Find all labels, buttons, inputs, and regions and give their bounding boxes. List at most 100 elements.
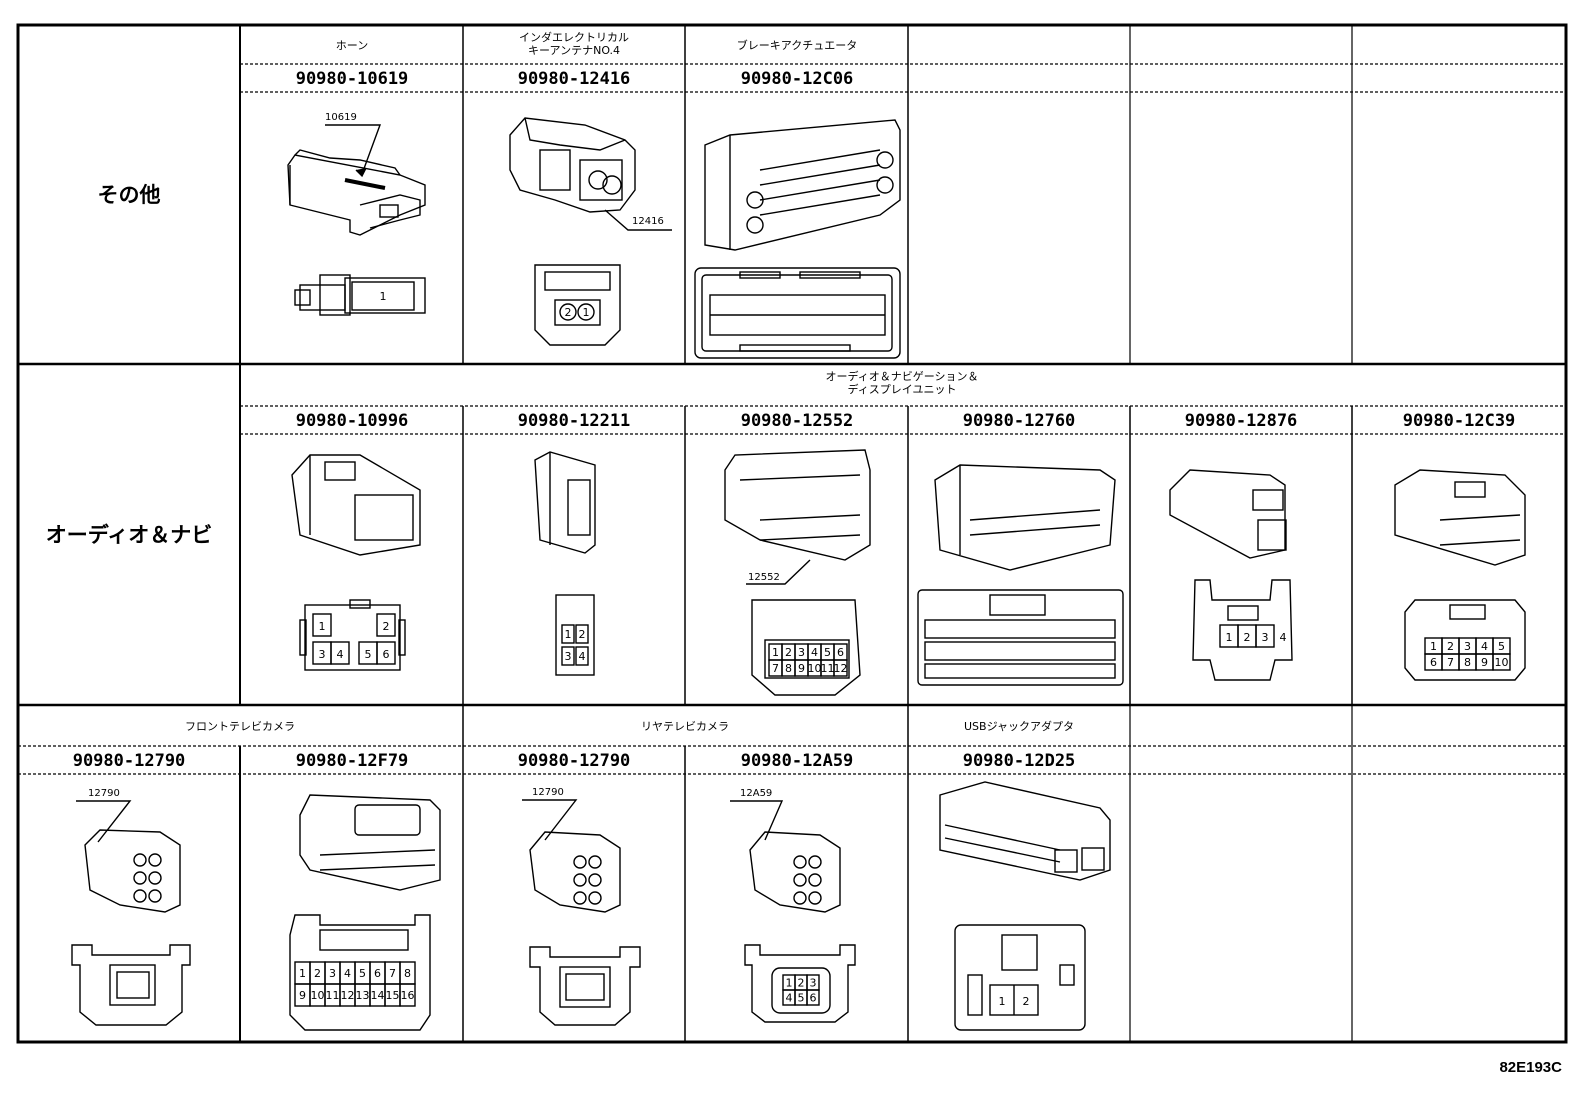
group-label-rear-camera: リヤテレビカメラ: [641, 720, 729, 733]
pin-label: 1: [319, 620, 326, 633]
part-number: 90980-12D25: [963, 751, 1076, 771]
pin-label: 2: [383, 620, 390, 633]
connector-12790-rear-face: [529, 946, 641, 1026]
connector-12416-face: 1 2: [534, 264, 621, 346]
connector-12876-face: 1 2 3 4: [1192, 579, 1293, 681]
pin-label: 6: [837, 646, 844, 659]
pin-label: 2: [785, 646, 792, 659]
label-brake-actuator: ブレーキアクチュエータ: [737, 38, 857, 52]
pin-cell: [1492, 653, 1511, 671]
pin-label: 1: [786, 977, 793, 990]
connector-12C06-drawing: [704, 119, 901, 251]
connector-12A59-face: [744, 944, 856, 1023]
pin-cell: [399, 983, 416, 1007]
connector-10996-face: 1 2 3 4 5 6: [299, 599, 406, 671]
pin-label: 8: [1464, 656, 1471, 669]
connector-12416-drawing: 12416: [509, 117, 672, 231]
pin-label: 3: [319, 648, 326, 661]
connector-12552-face: [751, 599, 861, 696]
connector-12552-drawing: 12552: [724, 449, 871, 585]
connector-12D25-face: 1 2: [954, 924, 1086, 1031]
part-number: 90980-10996: [296, 411, 409, 431]
label-horn: ホーン: [336, 39, 368, 52]
part-number: 90980-12C06: [741, 69, 854, 89]
callout-10619: 10619: [325, 112, 357, 123]
pin-label: 1: [299, 967, 306, 980]
part-number: 90980-12A59: [741, 751, 854, 771]
pin-label: 4: [1481, 640, 1488, 653]
pin-label: 14: [371, 989, 385, 1002]
part-number: 90980-12C39: [1403, 411, 1516, 431]
pin-label: 1: [1226, 631, 1233, 644]
part-number: 90980-12552: [741, 411, 854, 431]
pin-label: 4: [811, 646, 818, 659]
part-number: 90980-12416: [518, 69, 631, 89]
connector-12211-drawing: [534, 451, 596, 554]
pin-label: 6: [374, 967, 381, 980]
connector-10619-drawing: 10619: [287, 112, 426, 236]
group-label-usb-adapter: USBジャックアダプタ: [964, 719, 1074, 733]
pin-label: 4: [344, 967, 351, 980]
pin-label: 5: [824, 646, 831, 659]
part-number: 90980-12760: [963, 411, 1076, 431]
pin-label: 8: [404, 967, 411, 980]
part-number: 90980-10619: [296, 69, 409, 89]
callout-12552: 12552: [748, 572, 780, 583]
pin-label: 10: [1495, 656, 1509, 669]
pin-label: 4: [579, 650, 586, 663]
pin-label: 5: [365, 648, 372, 661]
pin-label: 2: [1244, 631, 1251, 644]
category-other: その他: [98, 183, 161, 207]
pin-label: 5: [359, 967, 366, 980]
pin-label: 4: [1280, 631, 1287, 644]
part-number: 90980-12876: [1185, 411, 1298, 431]
pin-label: 3: [329, 967, 336, 980]
pin-label: 1: [583, 306, 590, 319]
pin-label: 6: [810, 992, 817, 1005]
pin-label: 2: [798, 977, 805, 990]
pin-label: 3: [565, 650, 572, 663]
pin-label: 10: [311, 989, 325, 1002]
pin-label: 13: [356, 989, 370, 1002]
pin-label: 5: [1498, 640, 1505, 653]
pin-label: 3: [1464, 640, 1471, 653]
part-number: 90980-12790: [73, 751, 186, 771]
part-number: 90980-12F79: [296, 751, 409, 771]
pin-label: 2: [565, 306, 572, 319]
connector-12F79-drawing: [299, 794, 441, 891]
category-audio-navi: オーディオ＆ナビ: [46, 523, 213, 547]
callout-12790-rear: 12790: [532, 787, 564, 798]
pin-label: 2: [1023, 995, 1030, 1008]
part-number: 90980-12211: [518, 411, 631, 431]
connector-12760-face: [917, 589, 1124, 686]
pin-label: 6: [1430, 656, 1437, 669]
pin-label: 4: [786, 992, 793, 1005]
table-grid: [16, 23, 1568, 1044]
pin-label: 3: [810, 977, 817, 990]
pin-label: 1: [772, 646, 779, 659]
pin-label: 1: [565, 628, 572, 641]
pin-label: 3: [798, 646, 805, 659]
pin-label: 3: [1262, 631, 1269, 644]
connector-12760-drawing: [934, 464, 1116, 571]
pin-label: 5: [798, 992, 805, 1005]
figure-id: 82E193C: [1499, 1059, 1562, 1076]
callout-12416: 12416: [632, 216, 664, 227]
connector-12790-rear-drawing: 12790: [522, 787, 621, 913]
pin-label: 9: [299, 989, 306, 1002]
connector-12F79-face: [289, 914, 431, 1031]
pin-label: 9: [1481, 656, 1488, 669]
pin-label: 16: [401, 989, 415, 1002]
pin-label: 6: [383, 648, 390, 661]
connector-12C39-face: [1404, 599, 1526, 681]
callout-12A59: 12A59: [740, 788, 772, 799]
pin-label: 7: [772, 662, 779, 675]
pin-label: 1: [380, 290, 387, 303]
pin-label: 11: [326, 989, 340, 1002]
connector-12790-front-face: [71, 944, 191, 1026]
